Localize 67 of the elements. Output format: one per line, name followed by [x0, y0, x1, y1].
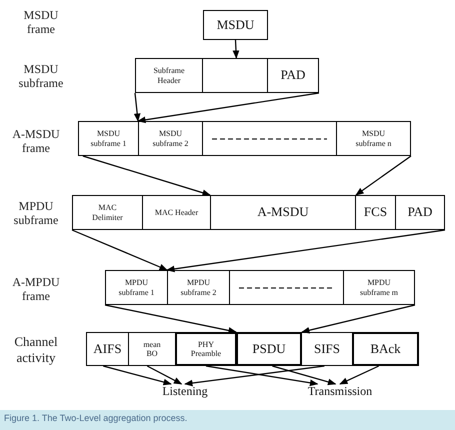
- field-label: PAD: [280, 68, 306, 83]
- field-box: [167, 270, 230, 305]
- arrow: [184, 365, 324, 386]
- field-label: MPDU subframe 1: [118, 278, 156, 297]
- field-box: [203, 10, 268, 40]
- arrow: [232, 40, 240, 59]
- field-box: [72, 195, 143, 230]
- field-label: Subframe Header: [152, 66, 186, 85]
- field-box: [142, 195, 211, 230]
- field-box: [138, 121, 203, 156]
- field-label: PAD: [406, 205, 434, 220]
- empty-field-box: [202, 58, 268, 93]
- field-box: [301, 332, 353, 366]
- row-label: MSDU frame: [22, 8, 60, 37]
- arrow: [137, 92, 320, 124]
- field-label: MPDU subframe 2: [180, 278, 218, 297]
- caption: Figure 1. The Two-Level aggregation process.: [0, 410, 455, 430]
- field-label: MPDU subframe m: [359, 278, 399, 297]
- field-box: [336, 121, 411, 156]
- field-label: MSDU subframe n: [354, 129, 392, 148]
- arrow: [103, 365, 172, 386]
- row-label: Channel activity: [13, 334, 59, 366]
- field-label: MSDU subframe 1: [90, 129, 128, 148]
- field-box: [105, 270, 168, 305]
- field-box: [395, 195, 445, 230]
- arrow: [339, 365, 380, 385]
- row-label: MSDU subframe: [18, 62, 64, 91]
- arrow: [146, 365, 182, 385]
- field-box: [78, 121, 139, 156]
- field-label: MAC Header: [154, 208, 200, 218]
- row-label: A-MSDU frame: [11, 127, 61, 156]
- field-box: [352, 332, 419, 366]
- field-label: BAck: [369, 342, 402, 356]
- field-label: MAC Delimiter: [91, 203, 124, 222]
- field-box: [210, 195, 356, 230]
- activity-label: Transmission: [295, 384, 385, 400]
- field-label: SIFS: [312, 342, 342, 356]
- arrow: [166, 229, 446, 272]
- empty-field-box: [229, 270, 344, 305]
- row-label: A-MPDU frame: [11, 275, 61, 304]
- row-label: MPDU subframe: [12, 199, 60, 228]
- field-label: A-MSDU: [256, 205, 310, 220]
- arrow: [301, 304, 416, 334]
- field-label: mean BO: [142, 340, 162, 358]
- field-label: PSDU: [251, 342, 287, 356]
- arrow: [72, 229, 168, 271]
- empty-field-box: [202, 121, 337, 156]
- field-box: [135, 58, 203, 93]
- field-label: FCS: [362, 205, 388, 220]
- field-box: [128, 332, 176, 366]
- arrow: [355, 156, 412, 196]
- field-box: [343, 270, 415, 305]
- activity-label: Listening: [150, 384, 220, 400]
- field-box: [355, 195, 396, 230]
- arrow: [134, 92, 141, 122]
- arrow: [206, 365, 318, 386]
- field-box: [267, 58, 319, 93]
- field-box: [175, 332, 237, 366]
- arrow: [272, 365, 336, 386]
- arrow: [82, 155, 211, 196]
- arrow: [104, 304, 237, 334]
- field-label: AIFS: [92, 342, 123, 356]
- field-box: [236, 332, 302, 366]
- field-box: [86, 332, 129, 366]
- field-label: MSDU: [216, 18, 256, 32]
- field-label: MSDU subframe 2: [152, 129, 190, 148]
- field-label: PHY Preamble: [190, 340, 222, 358]
